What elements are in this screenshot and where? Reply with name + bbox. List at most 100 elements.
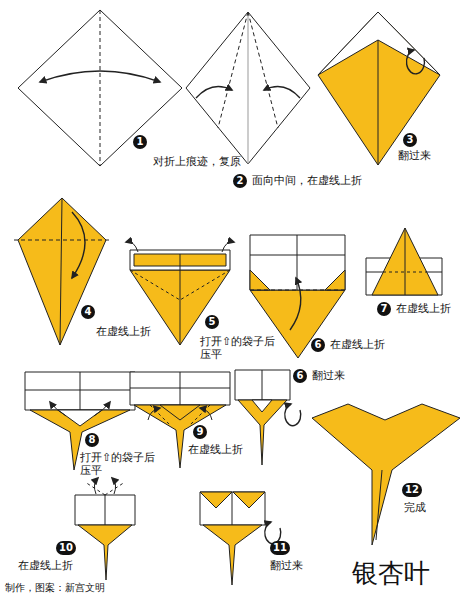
step-caption: 对折上痕迹，复原: [153, 156, 241, 169]
step-number: 6: [315, 338, 322, 352]
step4-figure-part: [72, 212, 85, 278]
callout-number: 5: [205, 315, 219, 329]
step1-figure-part: [40, 71, 160, 82]
step-caption: 翻过来: [398, 150, 431, 163]
callout-number: 9: [193, 425, 207, 439]
callout-number: 12: [402, 483, 422, 497]
callout-number: 2: [233, 174, 247, 188]
step4-figure-part: [18, 198, 106, 345]
step6b-figure-part: [235, 370, 290, 400]
step10-figure-part: [75, 495, 135, 525]
ginkgo-leaf-part: [376, 470, 382, 540]
callout-number: 6: [311, 338, 325, 352]
step-caption: 翻过来: [270, 560, 303, 573]
step7-figure-part: [405, 228, 406, 295]
callout-number: 8: [85, 433, 99, 447]
step11-figure-part: [200, 492, 265, 525]
step-number: 3: [407, 133, 414, 147]
step-caption: 在虚线上折: [96, 326, 151, 339]
step7-figure: [366, 228, 442, 295]
step1-figure: [18, 10, 182, 166]
step9-figure-part: [130, 388, 230, 389]
step9-figure-part: [200, 408, 212, 420]
step-number: 11: [273, 541, 287, 555]
callout-number: 7: [377, 302, 391, 316]
step-number: 9: [197, 425, 204, 439]
step11-figure-part: [232, 492, 233, 525]
step-number: 4: [85, 305, 92, 319]
step3-figure-part: [378, 40, 379, 165]
step8-figure-part: [25, 372, 135, 410]
step6-figure-part: [250, 270, 270, 290]
step-number: 8: [89, 433, 96, 447]
step6b-figure-part: [238, 400, 287, 465]
step8-figure-part: [25, 390, 135, 391]
step2-figure-part: [248, 12, 278, 128]
step4-figure: [14, 198, 110, 345]
step-caption: 完成: [404, 502, 426, 515]
step7-figure-part: [372, 228, 438, 295]
step-number: 10: [59, 541, 73, 555]
step10-figure-part: [78, 525, 132, 580]
step-caption: 打开⇧的袋子后 压平: [80, 452, 166, 477]
step-number: 1: [137, 135, 144, 149]
step11-figure-part: [203, 525, 262, 585]
callout-number: 6: [293, 369, 307, 383]
step6-figure-part: [250, 290, 345, 291]
callout-number: 1: [133, 135, 147, 149]
step8-figure-part: [50, 402, 66, 416]
step10-figure-part: [112, 478, 116, 494]
step-caption: 打开⇧的袋子后 压平: [200, 336, 286, 361]
step10-figure-part: [105, 495, 106, 525]
step2-figure-part: [218, 12, 248, 128]
step6-figure-part: [250, 255, 345, 256]
step9-figure-part: [160, 405, 200, 420]
step3-figure: [318, 12, 440, 165]
step6b-figure-part: [262, 370, 263, 400]
origami-illustration-part: [14, 10, 460, 585]
step1-figure-part: [100, 10, 101, 166]
callout-number: 4: [81, 305, 95, 319]
step6-figure-part: [290, 278, 301, 330]
step-caption: 翻过来: [312, 370, 345, 383]
step8-figure-part: [80, 372, 81, 410]
step9-figure-part: [130, 372, 230, 405]
step-number: 5: [209, 315, 216, 329]
step-caption: 面向中间，在虚线上折: [252, 175, 362, 188]
step11-figure: [200, 492, 281, 585]
step2-figure-part: [264, 86, 300, 98]
diagram-title: 银杏叶: [352, 556, 430, 591]
step3-figure-part: [318, 12, 440, 165]
step9-figure-part: [148, 408, 160, 420]
step2-figure-part: [186, 12, 310, 164]
step7-figure-part: [383, 272, 427, 273]
step5-figure-part: [222, 242, 234, 252]
step-number: 7: [381, 302, 388, 316]
step5-figure-part: [130, 270, 180, 300]
step5-figure-part: [126, 242, 138, 252]
step-caption: 在虚线上折: [330, 339, 385, 352]
step11-figure-part: [200, 492, 232, 508]
ginkgo-leaf-part: [312, 404, 460, 545]
credit-note: 制作，图案：新宫文明: [5, 582, 105, 594]
step5-figure-part: [180, 254, 181, 345]
step2-figure-part: [248, 12, 249, 164]
step1-figure-part: [18, 10, 182, 166]
step-number: 12: [405, 483, 419, 497]
step7-figure-part: [366, 272, 442, 273]
step-caption: 在虚线上折: [188, 444, 243, 457]
step11-figure-part: [233, 492, 265, 508]
step8-figure-part: [94, 402, 110, 416]
step3-figure-part: [406, 50, 424, 74]
step10-figure-part: [94, 478, 98, 494]
step-number: 6: [297, 369, 304, 383]
step6b-figure-part: [285, 404, 301, 426]
step6-figure-part: [325, 270, 345, 290]
step-number: 2: [237, 174, 244, 188]
ginkgo-leaf: [312, 404, 460, 545]
step6b-figure: [235, 370, 301, 465]
step5-figure-part: [180, 270, 230, 300]
step2-figure: [186, 12, 310, 164]
callout-number: 11: [270, 541, 290, 555]
